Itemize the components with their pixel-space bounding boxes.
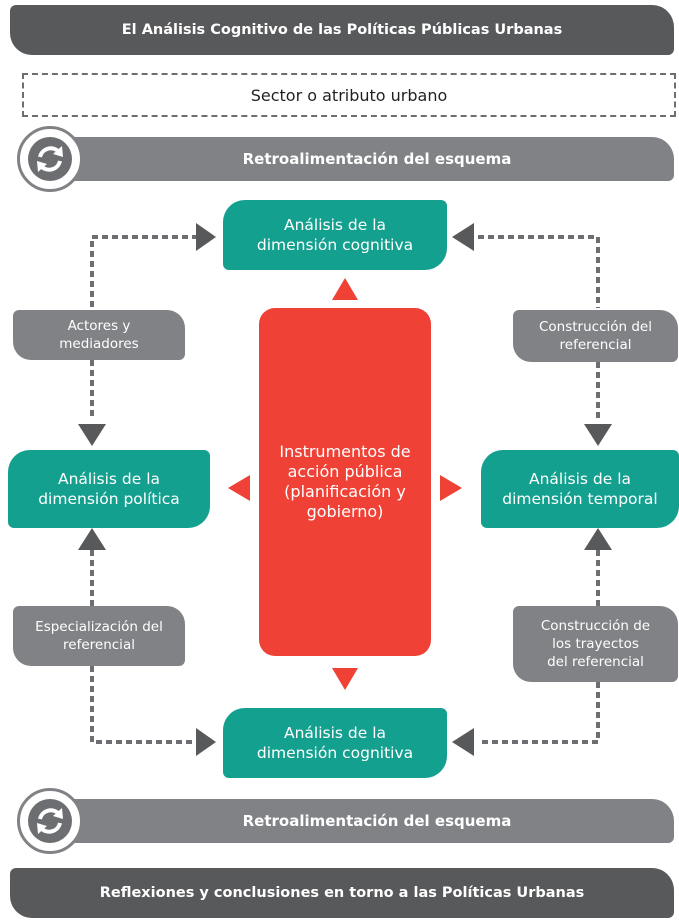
arrow-head	[78, 424, 106, 446]
connector-label-especializacion: Especialización del referencial	[13, 606, 185, 666]
label-line: del referencial	[547, 654, 644, 671]
feedback-bar-top: Retroalimentación del esquema	[50, 137, 674, 181]
label-line: Especialización del	[35, 618, 163, 635]
node-cognitiva-bottom: Análisis de la dimensión cognitiva	[223, 708, 447, 778]
connector-label-construccion: Construcción del referencial	[513, 310, 678, 362]
red-arrow-down	[332, 668, 358, 690]
center-line: acción pública	[287, 462, 403, 481]
center-line: gobierno)	[306, 502, 384, 521]
node-politica: Análisis de la dimensión política	[8, 450, 210, 528]
sector-box: Sector o atributo urbano	[22, 73, 676, 117]
label-line: Construcción del	[538, 318, 652, 335]
connector-label-trayectos: Construcción de los trayectos del refere…	[513, 606, 678, 682]
label-line: Construcción de	[540, 617, 651, 634]
refresh-icon	[17, 788, 83, 854]
label-line: referencial	[559, 337, 632, 353]
red-arrow-right	[440, 475, 462, 501]
node-line: dimensión temporal	[502, 490, 658, 508]
connector-label-actores: Actores y mediadores	[13, 310, 185, 360]
red-arrow-up	[332, 278, 358, 300]
node-instrumentos: Instrumentos de acción pública (planific…	[259, 308, 431, 656]
node-line: Análisis de la	[283, 723, 387, 742]
arrow-head	[196, 223, 216, 251]
arrow-head	[584, 424, 612, 446]
arrow-head	[584, 528, 612, 550]
feedback-bar-bottom: Retroalimentación del esquema	[50, 799, 674, 843]
label-line: referencial	[63, 637, 135, 653]
refresh-icon	[17, 126, 83, 192]
arrow-head	[78, 528, 106, 550]
page-title: El Análisis Cognitivo de las Políticas P…	[10, 5, 674, 55]
node-line: dimensión cognitiva	[256, 744, 414, 762]
node-line: Análisis de la	[528, 469, 632, 488]
arrow-head	[196, 728, 216, 756]
node-cognitiva-top: Análisis de la dimensión cognitiva	[223, 200, 447, 270]
label-line: Actores y	[67, 317, 131, 334]
footer-bar: Reflexiones y conclusiones en torno a la…	[10, 868, 674, 918]
node-line: dimensión cognitiva	[256, 236, 414, 254]
node-line: dimensión política	[38, 490, 180, 508]
label-line: los trayectos	[552, 635, 639, 652]
node-line: Análisis de la	[57, 469, 161, 488]
connector-left-bottom	[90, 666, 198, 744]
connector-left-top	[90, 235, 198, 308]
center-line: Instrumentos de	[279, 442, 411, 461]
node-temporal: Análisis de la dimensión temporal	[481, 450, 679, 528]
arrow-head	[452, 728, 474, 756]
connector-right-top	[478, 235, 600, 308]
arrow-head	[452, 223, 474, 251]
red-arrow-left	[228, 475, 250, 501]
label-line: mediadores	[59, 336, 139, 352]
connector-right-bottom	[478, 682, 600, 744]
center-line: (planificación y	[284, 482, 406, 501]
node-line: Análisis de la	[283, 215, 387, 234]
